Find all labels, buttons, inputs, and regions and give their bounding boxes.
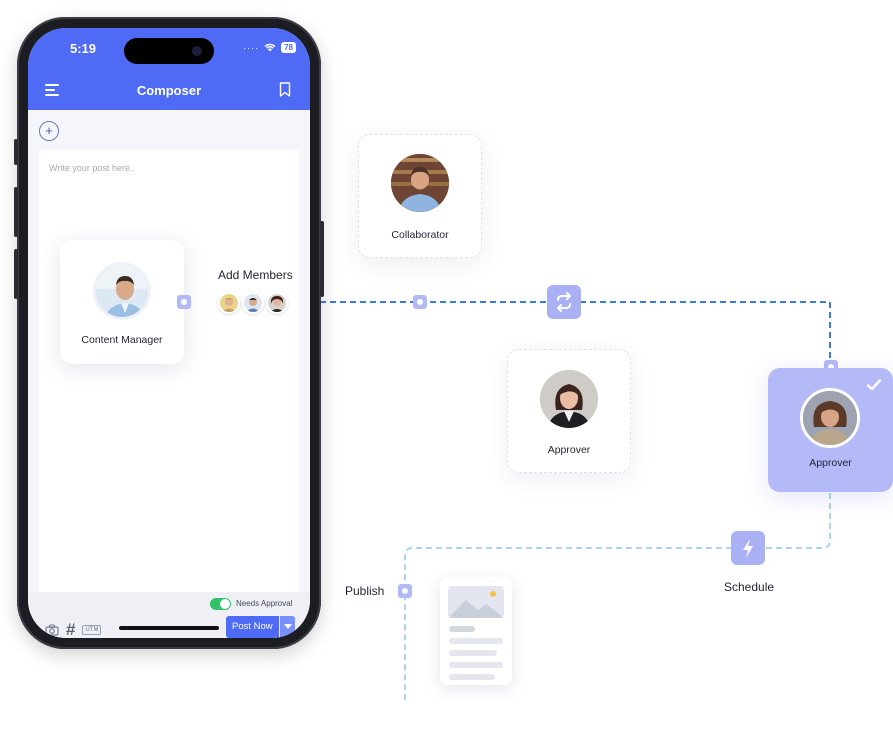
collaborator-label: Collaborator — [391, 229, 449, 241]
connector-node — [413, 295, 427, 309]
needs-approval-toggle[interactable] — [210, 598, 231, 610]
dynamic-island — [124, 38, 214, 64]
approver-approved-card[interactable]: Approver — [768, 368, 893, 492]
hashtag-icon[interactable]: # — [66, 620, 76, 638]
composer-bottom-bar: Needs Approval # UTM Post Now — [28, 592, 310, 638]
preview-line — [449, 662, 503, 668]
post-editor[interactable]: Write your post here.. — [39, 150, 299, 592]
content-manager-card[interactable]: Content Manager — [60, 240, 184, 364]
app-header: 5:19 ···· 78 Composer — [28, 28, 310, 110]
collaborator-avatar — [391, 154, 449, 212]
publish-node — [398, 584, 412, 598]
post-editor-placeholder: Write your post here.. — [49, 163, 135, 173]
repeat-icon — [557, 292, 571, 312]
preview-line — [449, 674, 495, 680]
content-manager-label: Content Manager — [81, 334, 163, 346]
member-avatar — [266, 292, 288, 314]
schedule-button[interactable] — [731, 531, 765, 565]
approver-avatar — [540, 370, 598, 428]
lightning-icon — [743, 539, 753, 558]
member-avatar — [218, 292, 240, 314]
composer-tools: # UTM — [45, 620, 102, 638]
connector-members-to-approver — [290, 301, 831, 367]
preview-line — [449, 626, 475, 632]
wifi-icon — [264, 43, 276, 52]
add-members-label: Add Members — [218, 268, 293, 282]
home-indicator — [119, 626, 219, 630]
menu-icon[interactable] — [45, 84, 59, 96]
phone-volume-up-button — [14, 187, 18, 237]
utm-button[interactable]: UTM — [82, 625, 102, 635]
signal-icon: ···· — [243, 42, 260, 53]
connector-approver-to-publish — [404, 493, 831, 700]
battery-indicator: 78 — [281, 42, 296, 53]
approver-approved-label: Approver — [809, 457, 852, 469]
phone-action-button — [14, 139, 18, 165]
status-time: 5:19 — [70, 41, 97, 56]
collaborator-card[interactable]: Collaborator — [358, 134, 482, 258]
post-preview-card — [440, 577, 512, 685]
phone-volume-down-button — [14, 249, 18, 299]
phone-power-button — [320, 221, 324, 297]
add-account-button[interactable]: + — [39, 121, 59, 141]
preview-line — [449, 650, 497, 656]
status-icons: ···· 78 — [243, 42, 296, 53]
needs-approval-label: Needs Approval — [236, 599, 293, 608]
preview-line — [449, 638, 503, 644]
bookmark-icon[interactable] — [279, 82, 291, 97]
member-avatar — [242, 292, 264, 314]
schedule-label: Schedule — [724, 580, 775, 594]
content-manager-avatar — [93, 262, 151, 320]
post-options-dropdown[interactable] — [279, 616, 295, 638]
page-title: Composer — [136, 83, 202, 98]
check-icon — [866, 379, 882, 391]
camera-icon[interactable] — [45, 624, 59, 636]
post-now-button[interactable]: Post Now — [226, 616, 295, 638]
publish-label: Publish — [345, 584, 385, 598]
approver-approved-avatar — [800, 388, 860, 448]
reassign-button[interactable] — [547, 285, 581, 319]
approver-label: Approver — [547, 444, 591, 456]
post-now-label: Post Now — [232, 621, 273, 632]
content-manager-node — [177, 295, 191, 309]
approver-card[interactable]: Approver — [507, 349, 631, 473]
image-placeholder-icon — [448, 586, 504, 618]
